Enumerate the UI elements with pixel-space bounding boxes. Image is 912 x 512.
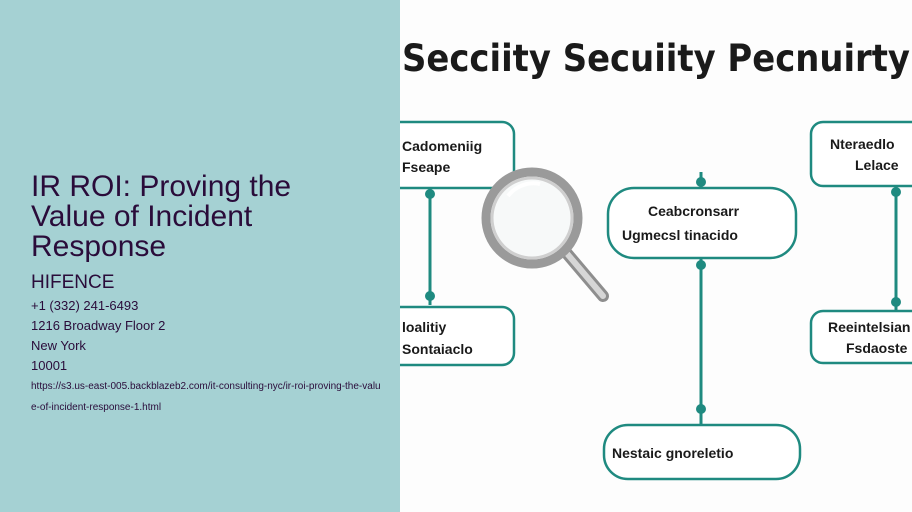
box-mid-left-line2: Sontaiaclo: [402, 341, 473, 357]
dot: [425, 189, 435, 199]
box-mid-left-line1: loalitiy: [402, 319, 447, 335]
box-bottom: [602, 423, 802, 481]
box-center-line2: Ugmecsl tinacido: [622, 227, 738, 243]
dot: [891, 187, 901, 197]
zip-code: 10001: [31, 358, 68, 373]
box-top-right-line1: Nteraedlo: [830, 136, 895, 152]
city: New York: [31, 338, 86, 353]
box-top-left-line2: Fseape: [402, 159, 450, 175]
dot: [696, 177, 706, 187]
diagram-heading: Secciity Secuiity Pecnuirty: [402, 37, 910, 80]
connector-lines: [428, 172, 898, 425]
box-mid-right: [809, 309, 912, 365]
dot: [891, 297, 901, 307]
box-mid-right-line2: Fsdaoste: [846, 340, 908, 356]
box-mid-right-line1: Reeintelsian: [828, 319, 910, 335]
dot: [696, 260, 706, 270]
magnifying-glass-icon: [481, 167, 609, 302]
dot: [696, 404, 706, 414]
dot: [425, 291, 435, 301]
box-top-right: [809, 120, 912, 188]
left-panel: IR ROI: Proving the Value of Incident Re…: [0, 0, 400, 512]
page-url: https://s3.us-east-005.backblazeb2.com/i…: [31, 381, 381, 413]
box-center: [606, 186, 798, 260]
box-mid-left: [400, 305, 516, 367]
box-top-left: [400, 120, 516, 190]
box-top-left-line1: Cadomeniig: [402, 138, 482, 154]
box-top-right-line2: Lelace: [855, 157, 899, 173]
phone-number: +1 (332) 241-6493: [31, 298, 139, 313]
box-center-line1: Ceabcronsarr: [648, 203, 740, 219]
diagram-panel: Secciity Secuiity Pecnuirty: [400, 0, 912, 512]
connector-dots: [425, 177, 901, 414]
security-diagram: Secciity Secuiity Pecnuirty: [400, 37, 912, 481]
company-name: HIFENCE: [31, 272, 115, 293]
box-bottom-text: Nestaic gnoreletio: [612, 445, 733, 461]
address-line: 1216 Broadway Floor 2: [31, 318, 166, 333]
page-title: IR ROI: Proving the Value of Incident Re…: [31, 170, 292, 263]
